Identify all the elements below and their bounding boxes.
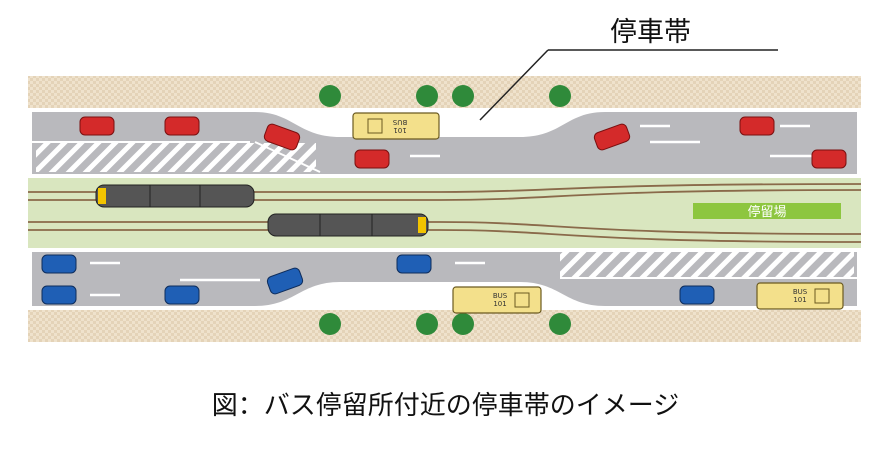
sidewalk-bottom xyxy=(28,310,861,342)
svg-text:101: 101 xyxy=(793,296,806,304)
red-car-icon xyxy=(263,123,301,151)
bus-top: BUS 101 xyxy=(352,112,440,140)
tram-stop-platform xyxy=(693,203,841,219)
trees xyxy=(319,85,571,335)
tram-rails xyxy=(28,183,862,243)
bus-bottom-center: BUS 101 xyxy=(452,286,542,314)
figure-caption: 図：バス停留所付近の停車帯のイメージ xyxy=(211,391,680,421)
svg-text:BUS: BUS xyxy=(793,288,808,296)
tram-lower xyxy=(267,213,429,237)
bus-bottom-right: BUS 101 xyxy=(756,282,844,310)
tram-stop-label: 停留場 xyxy=(747,204,786,220)
road-top xyxy=(28,108,861,178)
svg-text:101: 101 xyxy=(393,126,406,134)
sidewalk-top xyxy=(28,76,861,108)
blue-car-icon xyxy=(41,285,77,305)
tram-icon xyxy=(267,213,429,237)
tree-icon xyxy=(452,85,474,107)
tram-upper xyxy=(95,184,255,208)
hatch-zone-bottom-right xyxy=(560,252,854,278)
blue-car-icon xyxy=(41,254,77,274)
hatch-zone-top-left xyxy=(36,143,316,172)
red-car-icon xyxy=(354,149,390,169)
red-car-icon xyxy=(593,123,631,151)
road-bottom xyxy=(28,248,861,310)
tree-icon xyxy=(549,313,571,335)
callout-leader xyxy=(479,49,549,121)
tram-icon xyxy=(95,184,255,208)
svg-text:BUS: BUS xyxy=(392,118,407,126)
blue-car-icon xyxy=(266,267,304,295)
tree-icon xyxy=(416,313,438,335)
tree-icon xyxy=(452,313,474,335)
tree-icon xyxy=(549,85,571,107)
blue-cars xyxy=(41,254,715,305)
blue-car-icon xyxy=(396,254,432,274)
blue-car-icon xyxy=(679,285,715,305)
tree-icon xyxy=(319,85,341,107)
svg-text:BUS: BUS xyxy=(493,292,508,300)
red-cars xyxy=(79,116,847,169)
lane-markings-top xyxy=(410,124,820,158)
lane-markings-bottom xyxy=(90,261,485,297)
red-car-icon xyxy=(164,116,200,136)
tree-icon xyxy=(416,85,438,107)
tree-icon xyxy=(319,313,341,335)
svg-text:101: 101 xyxy=(493,300,506,308)
red-car-icon xyxy=(79,116,115,136)
red-car-icon xyxy=(739,116,775,136)
red-car-icon xyxy=(811,149,847,169)
callout-label: 停車帯 xyxy=(610,17,691,48)
blue-car-icon xyxy=(164,285,200,305)
